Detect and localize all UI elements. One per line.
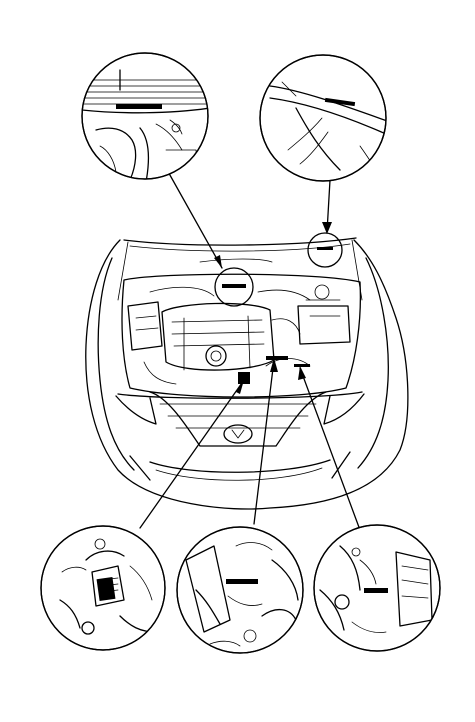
leader-line-top-left — [165, 167, 223, 269]
callout-bottom-right-ring — [313, 524, 441, 652]
car-front-view — [85, 237, 409, 510]
battery-side-label-bar — [294, 364, 310, 367]
windshield-area-label-bar — [317, 247, 333, 250]
callout-bottom-center — [176, 526, 304, 654]
callout-bottom-left — [40, 525, 166, 651]
engine-right-label-bar — [266, 356, 288, 360]
callout-top-right — [259, 54, 387, 182]
engine-markers — [214, 232, 343, 384]
callout-bottom-center-ring — [176, 526, 304, 654]
callout-top-right-ring — [259, 54, 387, 182]
hood-area-label-bar — [222, 284, 246, 288]
callout-bottom-left-ring — [40, 525, 166, 651]
engine-block-marker — [238, 372, 250, 384]
leader-lines — [139, 167, 361, 531]
callout-bottom-right — [313, 524, 441, 652]
callout-top-left-ring — [81, 52, 209, 180]
leader-line-bottom-center — [253, 359, 275, 525]
callout-top-left — [81, 52, 209, 180]
leader-line-bottom-left — [139, 379, 245, 529]
leader-line-bottom-right — [299, 367, 361, 531]
windshield-area-marker-ring — [307, 232, 343, 268]
hood-area-marker-ring — [214, 267, 254, 307]
